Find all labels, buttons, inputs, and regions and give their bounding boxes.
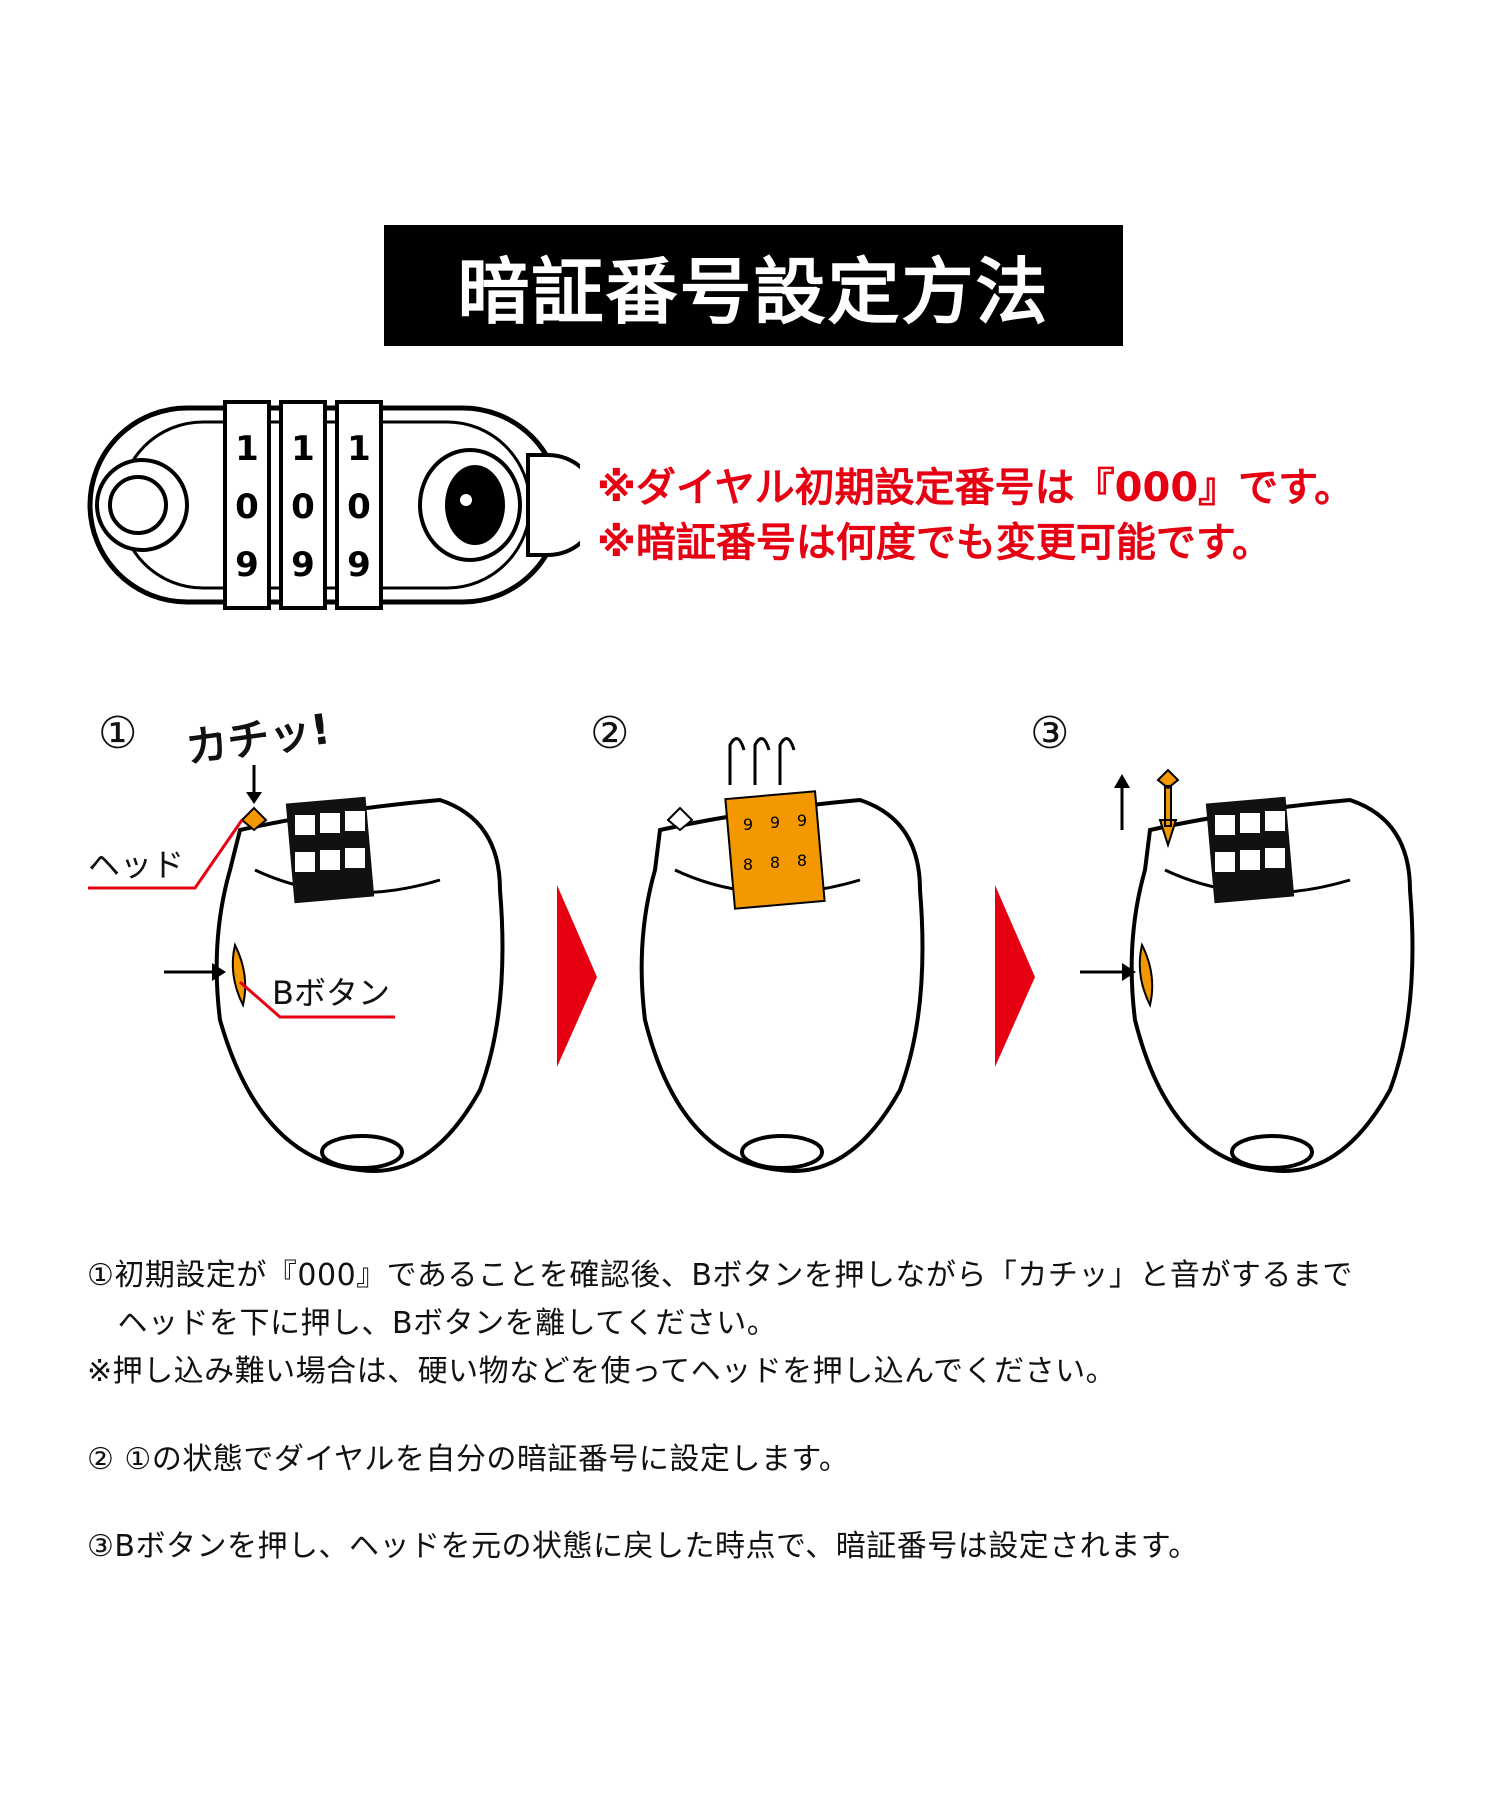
note-default-code: ※ダイヤル初期設定番号は『000』です。: [597, 465, 1355, 511]
dial-digit: 9: [291, 545, 315, 585]
dial-digit: 1: [347, 429, 371, 469]
instruction-note: ※押し込み難い場合は、硬い物などを使ってヘッドを押し込んでください。: [87, 1354, 1117, 1389]
dial-digit: 9: [770, 813, 780, 832]
instruction-1-line-1: ①初期設定が『000』であることを確認後、Bボタンを押しながら「カチッ」と音がす…: [87, 1258, 1353, 1293]
dial-digit: 8: [770, 853, 780, 872]
next-arrow-1: [557, 885, 597, 1067]
b-button-label: Bボタン: [272, 974, 390, 1012]
step-1-number: ①: [98, 708, 138, 759]
dial-digit: 8: [797, 851, 807, 870]
step-2-number: ②: [590, 708, 630, 759]
dial-digit: 1: [291, 429, 315, 469]
dial-digit: 0: [347, 487, 371, 527]
lock-front-illustration: 1 1 1 0 0 0 9 9 9: [87, 400, 580, 610]
title-banner: 暗証番号設定方法: [384, 225, 1123, 346]
instruction-1-line-2: ヘッドを下に押し、Bボタンを離してください。: [87, 1306, 778, 1341]
dial-1: [223, 400, 271, 610]
dial-digit: 9: [235, 545, 259, 585]
note-changeable: ※暗証番号は何度でも変更可能です。: [597, 520, 1272, 566]
page-title: 暗証番号設定方法: [457, 250, 1050, 334]
dial-digit: 0: [235, 487, 259, 527]
instruction-2: ② ①の状態でダイヤルを自分の暗証番号に設定します。: [87, 1442, 850, 1477]
dial-digit: 9: [347, 545, 371, 585]
dial-digit: 1: [235, 429, 259, 469]
rotate-arrows: [728, 737, 796, 785]
dial-digit: 0: [291, 487, 315, 527]
dial-digit: 8: [743, 855, 753, 874]
dial-digit: 9: [743, 815, 753, 834]
next-arrow-2: [995, 885, 1035, 1067]
head-label: ヘッド: [88, 846, 185, 884]
dial-digit: 9: [797, 811, 807, 830]
instruction-3: ③Bボタンを押し、ヘッドを元の状態に戻した時点で、暗証番号は設定されます。: [87, 1529, 1199, 1564]
step-1-illustration: [88, 765, 505, 1173]
dial-3: [335, 400, 383, 610]
step-3-illustration: [1080, 768, 1415, 1173]
step-2-illustration: 9 9 9 8 8 8: [639, 737, 925, 1173]
dial-2: [279, 400, 327, 610]
step-3-number: ③: [1030, 708, 1070, 759]
